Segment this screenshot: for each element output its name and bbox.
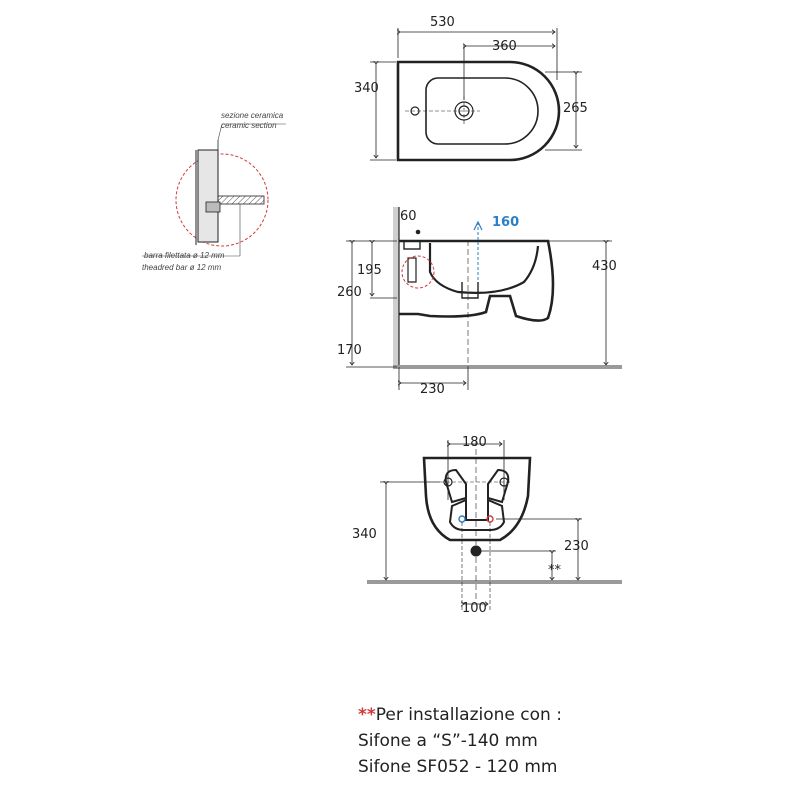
dim-front-100: 100 xyxy=(462,601,487,616)
dim-front-340: 340 xyxy=(352,527,377,542)
detail-ceramic-section xyxy=(142,123,286,257)
dim-front-230: 230 xyxy=(564,539,589,554)
installation-note-line-1: **Per installazione con : xyxy=(358,702,562,728)
detail-ceramic-label-en: ceramic section xyxy=(221,121,277,130)
detail-bar-label-en: theadred bar ø 12 mm xyxy=(142,263,221,272)
dim-side-170: 170 xyxy=(337,343,362,358)
dim-side-430: 430 xyxy=(592,259,617,274)
dim-side-260: 260 xyxy=(337,285,362,300)
dim-side-195: 195 xyxy=(357,263,382,278)
dim-top-depth-right: 265 xyxy=(563,101,588,116)
side-view xyxy=(346,207,622,390)
front-view xyxy=(367,440,622,610)
top-view xyxy=(370,28,582,162)
installation-note-line-2: Sifone a “S”-140 mm xyxy=(358,731,538,751)
dim-side-60: 60 xyxy=(400,209,417,224)
installation-note-line-3: Sifone SF052 - 120 mm xyxy=(358,757,558,777)
dim-top-width-inner: 360 xyxy=(492,39,517,54)
dim-front-180: 180 xyxy=(462,435,487,450)
dim-top-width-total: 530 xyxy=(430,15,455,30)
note-marker: ** xyxy=(358,705,376,725)
detail-bar-label-it: barra filettata ø 12 mm xyxy=(144,251,225,260)
dim-side-230: 230 xyxy=(420,382,445,397)
note-line1-text: Per installazione con : xyxy=(375,705,562,725)
dim-front-double-star: ** xyxy=(548,563,562,578)
installation-note: **Per installazione con : Sifone a “S”-1… xyxy=(358,702,562,780)
dim-side-160: 160 xyxy=(492,215,519,230)
detail-ceramic-label-it: sezione ceramica xyxy=(221,111,284,120)
dim-top-depth-left: 340 xyxy=(354,81,379,96)
